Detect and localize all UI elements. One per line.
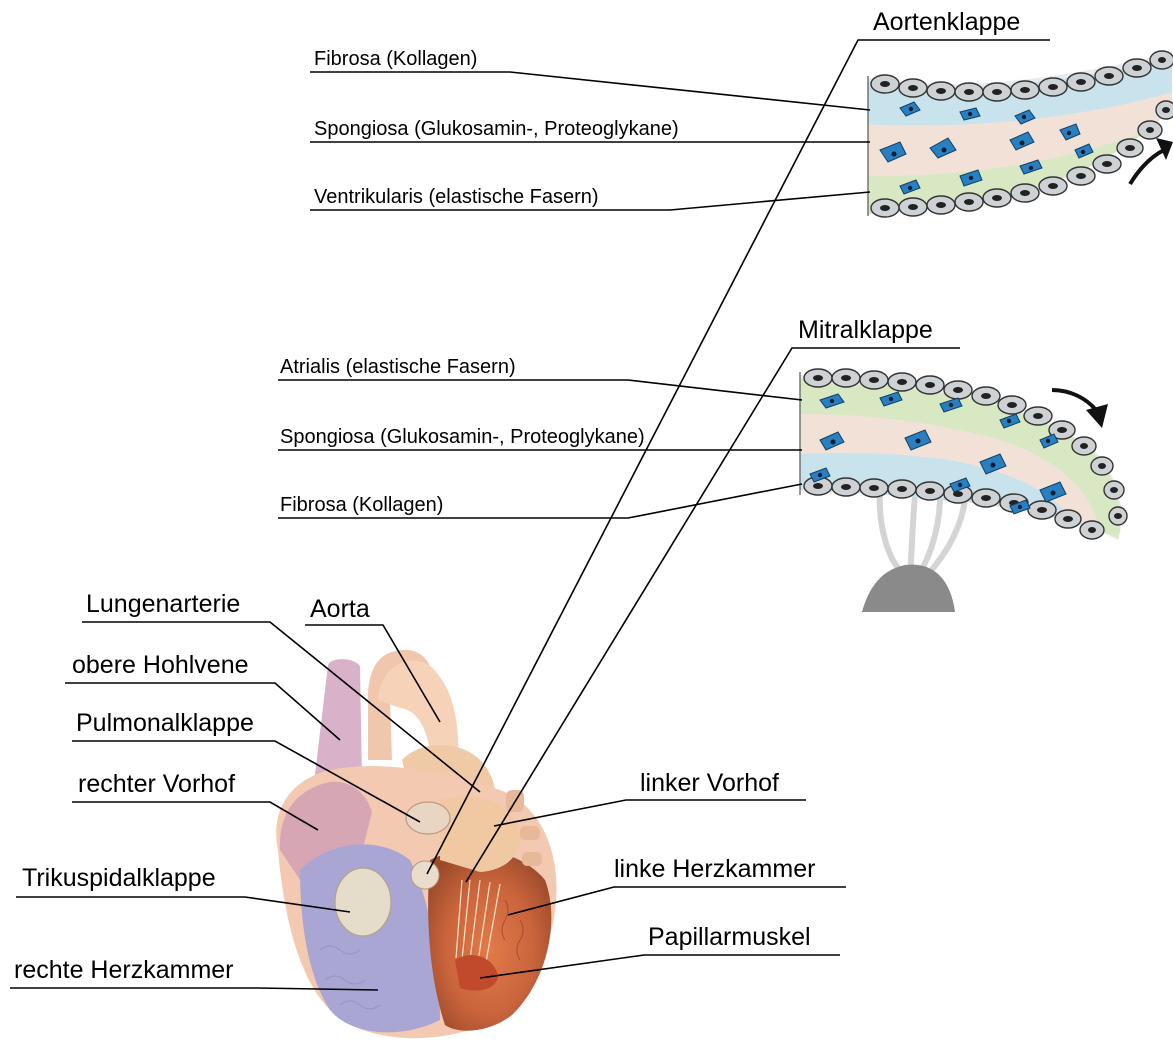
papillary-muscle-shape xyxy=(862,565,955,612)
aorta-label: Aorta xyxy=(310,597,370,622)
leader-mitral-atrialis xyxy=(278,380,802,400)
leader-linke-herzkammer xyxy=(508,887,846,915)
lungenarterie-label: Lungenarterie xyxy=(86,592,240,617)
aortenklappe-title: Aortenklappe xyxy=(873,10,1020,35)
aortic-spongiosa-label: Spongiosa (Glukosamin-, Proteoglykane) xyxy=(314,119,679,139)
pulmonalklappe-label: Pulmonalklappe xyxy=(76,711,254,736)
mitral-atrialis-label: Atrialis (elastische Fasern) xyxy=(280,357,516,377)
aortic-valve-shape xyxy=(411,861,439,889)
heart-illustration xyxy=(276,650,556,1038)
rechter-vorhof-label: rechter Vorhof xyxy=(78,772,235,797)
rechte-herzkammer-label: rechte Herzkammer xyxy=(14,958,234,983)
mitral-spongiosa-label: Spongiosa (Glukosamin-, Proteoglykane) xyxy=(280,427,645,447)
linker-vorhof-label: linker Vorhof xyxy=(640,771,779,796)
aortic-leaflet xyxy=(860,51,1173,217)
leader-aortic-fibrosa xyxy=(310,72,870,110)
aortic-ventrikularis-label: Ventrikularis (elastische Fasern) xyxy=(314,187,599,207)
leader-linker-vorhof xyxy=(494,800,806,826)
mitral-fibrosa-label: Fibrosa (Kollagen) xyxy=(280,495,443,515)
tricuspid-valve-shape xyxy=(335,868,391,936)
linke-herzkammer-label: linke Herzkammer xyxy=(614,857,815,882)
obere-hohlvene-label: obere Hohlvene xyxy=(72,653,249,678)
aortic-fibrosa-label: Fibrosa (Kollagen) xyxy=(314,49,477,69)
papillarmuskel-label: Papillarmuskel xyxy=(648,925,811,950)
leader-rechte-herzkammer xyxy=(10,988,378,990)
chordae-tendineae xyxy=(880,492,965,572)
mitralklappe-title: Mitralklappe xyxy=(798,318,933,343)
trikuspidalklappe-label: Trikuspidalklappe xyxy=(22,866,216,891)
